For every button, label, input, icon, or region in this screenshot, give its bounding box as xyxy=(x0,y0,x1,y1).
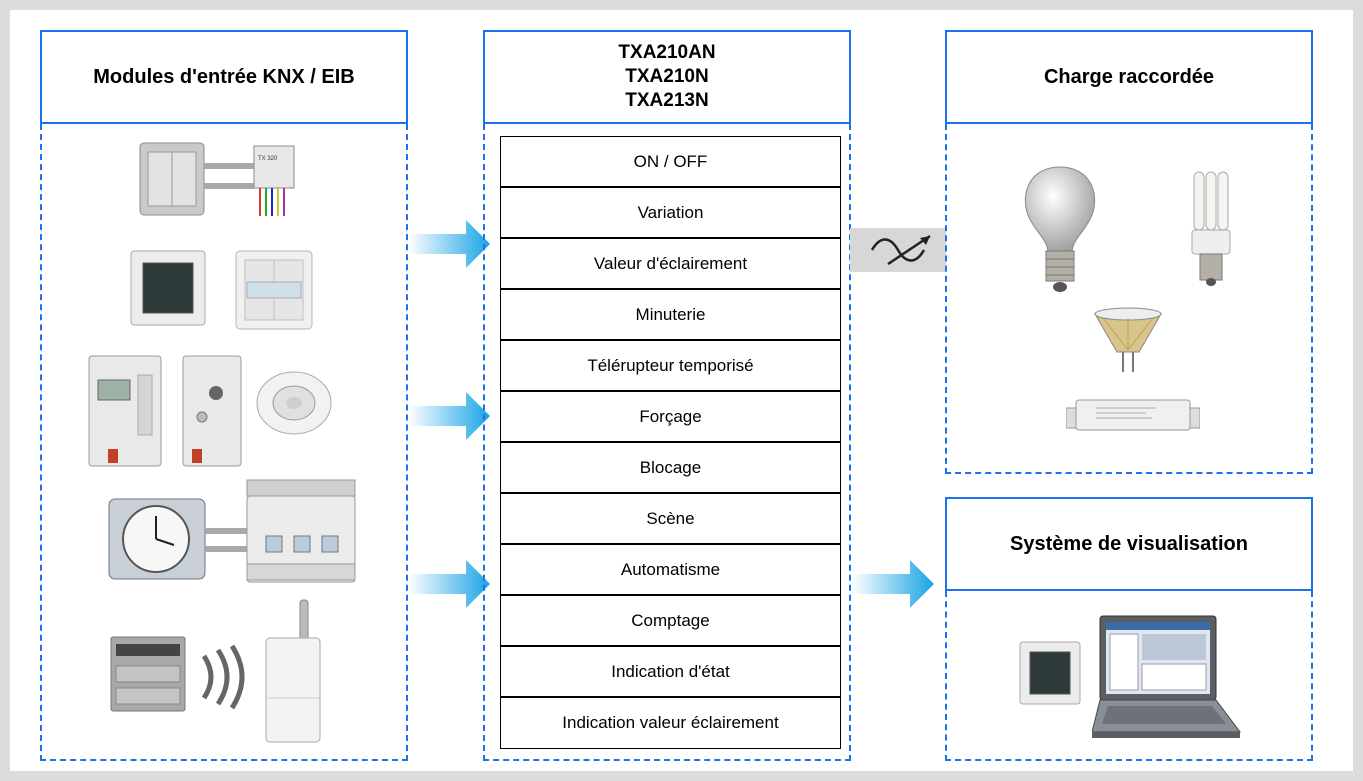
function-indication-valeur: Indication valeur éclairement xyxy=(500,697,841,749)
arrow-input-1-icon xyxy=(408,220,490,268)
load-title-box: Charge raccordée xyxy=(945,30,1313,124)
svg-text:TX 320: TX 320 xyxy=(258,156,278,162)
function-indication-etat: Indication d'état xyxy=(500,646,841,697)
function-telerupteur: Télérupteur temporisé xyxy=(500,340,841,391)
led-driver-icon xyxy=(1066,398,1200,436)
switch-interface-icon: TX 320 xyxy=(138,138,310,220)
function-variation: Variation xyxy=(500,187,841,238)
function-automatisme: Automatisme xyxy=(500,544,841,595)
load-title: Charge raccordée xyxy=(1043,65,1215,88)
touch-screen-icon xyxy=(130,250,206,326)
product-model-2: TXA210N xyxy=(625,66,709,87)
function-forcage: Forçage xyxy=(500,391,841,442)
presence-detector-icon xyxy=(255,370,333,436)
time-switch-icon xyxy=(108,498,256,580)
push-button-icon xyxy=(235,250,313,330)
product-title-box: TXA210AN TXA210N TXA213N xyxy=(483,30,851,124)
laptop-icon xyxy=(1092,614,1242,740)
visualisation-panel xyxy=(945,591,1313,761)
function-scene: Scène xyxy=(500,493,841,544)
din-module-icon xyxy=(88,355,162,467)
diagram-canvas: Modules d'entrée KNX / EIB TX 320 xyxy=(10,10,1353,771)
halogen-spot-icon xyxy=(1093,306,1163,376)
visualisation-title: Système de visualisation xyxy=(1010,532,1248,555)
product-panel xyxy=(483,124,851,761)
visualisation-title-box: Système de visualisation xyxy=(945,497,1313,591)
product-model-1: TXA210AN xyxy=(618,42,716,63)
rf-keypad-icon xyxy=(110,636,186,712)
function-comptage: Comptage xyxy=(500,595,841,646)
arrow-output-icon xyxy=(852,560,934,608)
load-panel xyxy=(945,124,1313,474)
touch-screen-icon-2 xyxy=(1019,641,1081,705)
arrow-input-3-icon xyxy=(408,560,490,608)
product-model-3: TXA213N xyxy=(625,90,709,111)
dimmer-symbol-icon xyxy=(850,228,946,272)
inputs-title: Modules d'entrée KNX / EIB xyxy=(93,65,355,88)
rf-receiver-icon xyxy=(264,598,322,744)
cfl-bulb-icon xyxy=(1188,170,1232,286)
inputs-title-box: Modules d'entrée KNX / EIB xyxy=(40,30,408,124)
function-valeur-eclairement: Valeur d'éclairement xyxy=(500,238,841,289)
function-on-off: ON / OFF xyxy=(500,136,841,187)
arrow-input-2-icon xyxy=(408,392,490,440)
function-minuterie: Minuterie xyxy=(500,289,841,340)
radio-waves-icon xyxy=(196,644,246,710)
dimmer-module-icon xyxy=(182,355,242,467)
inputs-panel xyxy=(40,124,408,761)
incandescent-bulb-icon xyxy=(1020,165,1100,295)
din-actuator-icon xyxy=(246,478,356,586)
function-blocage: Blocage xyxy=(500,442,841,493)
